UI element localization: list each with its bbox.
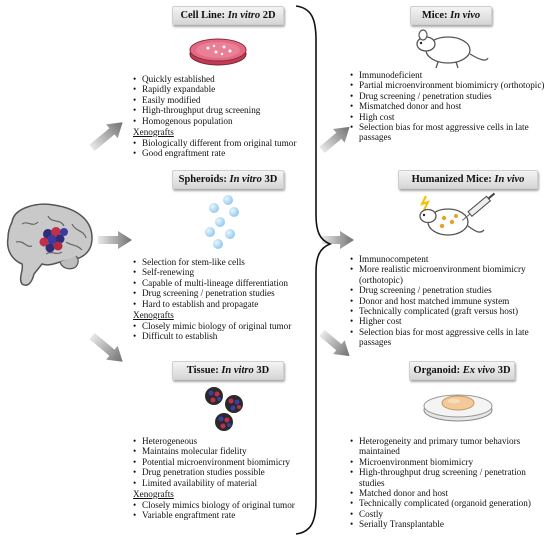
tissue-title-text: Tissue: (186, 365, 222, 376)
list-item: Technically complicated (organoid genera… (350, 498, 545, 509)
organoid-title-em: Ex vivo (462, 365, 496, 376)
tissue-xenografts-label: Xenografts (133, 489, 174, 499)
list-item: Drug screening / penetration studies (133, 288, 318, 299)
list-item: Closely mimics biology of original tumor (133, 500, 318, 511)
organoid-header: Organoid: Ex vivo 3D (409, 361, 515, 380)
spheroids-icon (205, 195, 239, 249)
petri-dish-icon (189, 38, 247, 66)
list-item: Biologically different from original tum… (133, 138, 313, 149)
spheroids-xenograft-bullets: Closely mimic biology of original tumor … (133, 321, 318, 342)
list-item: Closely mimic biology of original tumor (133, 321, 318, 332)
cell-line-xenografts-label: Xenografts (133, 127, 174, 137)
list-item: Mismatched donor and host (350, 101, 545, 112)
list-item: Hard to establish and propagate (133, 299, 318, 310)
tissue-header: Tissue: In vitro 3D (172, 361, 284, 380)
list-item: Homogenous population (133, 116, 308, 127)
list-item: Limited availability of material (133, 478, 318, 489)
arrow-brain-to-cell-line (89, 122, 123, 152)
list-item: Difficult to establish (133, 331, 318, 342)
spheroids-bullets: Selection for stem-like cells Self-renew… (133, 257, 318, 309)
organoid-title-text: Organoid: (413, 365, 463, 376)
list-item: Self-renewing (133, 267, 318, 278)
list-item: Drug penetration studies possible (133, 467, 318, 478)
mice-bullets: Immunodeficient Partial microenvironment… (350, 70, 545, 143)
list-item: More realistic microenvironment biomimic… (350, 264, 545, 285)
list-item: Microenvironment biomimicry (350, 457, 545, 468)
humanized-title-text: Humanized Mice: (411, 174, 495, 185)
cell-line-xenograft-bullets: Biologically different from original tum… (133, 138, 313, 159)
humanized-mice-header: Humanized Mice: In vivo (398, 170, 538, 189)
tissue-fragments-icon (205, 387, 243, 431)
mice-header: Mice: In vivo (410, 6, 492, 25)
spheroids-header: Spheroids: In vitro 3D (172, 170, 284, 189)
list-item: Heterogeneous (133, 436, 318, 447)
list-item: Matched donor and host (350, 488, 545, 499)
humanized-mice-bullets: Immunocompetent More realistic microenvi… (350, 254, 545, 348)
spheroids-xenografts-label: Xenografts (133, 310, 174, 320)
list-item: Drug screening / penetration studies (350, 285, 545, 296)
cell-line-title-suffix: 2D (260, 10, 276, 21)
arrow-brain-to-tissue (89, 332, 123, 362)
list-item: Serially Transplantable (350, 519, 545, 530)
arrow-brain-to-spheroids (98, 231, 132, 249)
list-item: High cost (350, 112, 545, 123)
list-item: Rapidly expandable (133, 84, 308, 95)
list-item: Capable of multi-lineage differentiation (133, 278, 318, 289)
brain-icon (6, 203, 93, 286)
spheroids-title-suffix: 3D (261, 174, 278, 185)
organoid-title-suffix: 3D (495, 365, 511, 376)
list-item: Potential microenvironment biomimicry (133, 457, 318, 468)
list-item: Technically complicated (graft versus ho… (350, 306, 545, 317)
list-item: Selection bias for most aggressive cells… (350, 327, 545, 348)
mice-title-text: Mice: (421, 10, 451, 21)
humanized-title-em: In vivo (494, 174, 525, 185)
list-item: Selection bias for most aggressive cells… (350, 122, 545, 143)
list-item: High-throughput drug screening / penetra… (350, 467, 545, 488)
list-item: Costly (350, 509, 545, 520)
organoid-dish-icon (423, 394, 493, 422)
tissue-title-suffix: 3D (253, 365, 270, 376)
list-item: High-throughput drug screening (133, 105, 308, 116)
arrow-to-organoid (319, 329, 350, 357)
list-item: Maintains molecular fidelity (133, 446, 318, 457)
arrow-to-mice (319, 126, 350, 154)
list-item: Variable engraftment rate (133, 510, 318, 521)
cell-line-title-text: Cell Line: (180, 10, 228, 21)
tissue-xenograft-bullets: Closely mimics biology of original tumor… (133, 500, 318, 521)
arrow-to-humanized-mice (322, 231, 354, 249)
list-item: Heterogeneity and primary tumor behavior… (350, 436, 545, 457)
spheroids-title-em: In vitro (229, 174, 262, 185)
cell-line-title-em: In vitro (227, 10, 261, 21)
list-item: Immunodeficient (350, 70, 545, 81)
list-item: Selection for stem-like cells (133, 257, 318, 268)
list-item: Higher cost (350, 316, 545, 327)
cell-line-bullets: Quickly established Rapidly expandable E… (133, 74, 308, 126)
organoid-bullets: Heterogeneity and primary tumor behavior… (350, 436, 545, 530)
list-item: Immunocompetent (350, 254, 545, 265)
tissue-bullets: Heterogeneous Maintains molecular fideli… (133, 436, 318, 488)
spheroids-title-text: Spheroids: (178, 174, 230, 185)
list-item: Partial microenvironment biomimicry (ort… (350, 80, 545, 91)
tissue-title-em: In vitro (221, 365, 254, 376)
list-item: Easily modified (133, 95, 308, 106)
mice-title-em: In vivo (450, 10, 481, 21)
list-item: Drug screening / penetration studies (350, 91, 545, 102)
list-item: Quickly established (133, 74, 308, 85)
list-item: Donor and host matched immune system (350, 296, 545, 307)
cell-line-header: Cell Line: In vitro 2D (172, 6, 284, 25)
syringe-mouse-icon (419, 192, 496, 236)
mouse-icon (416, 29, 489, 69)
list-item: Good engraftment rate (133, 148, 313, 159)
